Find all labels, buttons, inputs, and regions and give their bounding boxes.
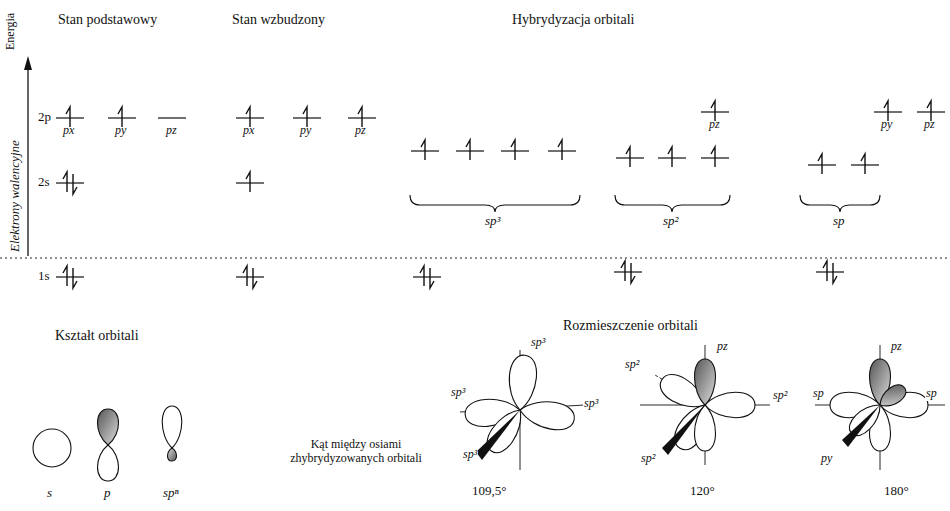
spin-up-arrow [420,266,424,286]
orbital-level [614,271,642,272]
hybrid-braces [410,195,880,212]
axis-arrowhead [24,56,32,70]
spin-up-arrow [626,147,630,167]
orbital-name: sp³ [450,386,466,400]
orbital-lobe [507,354,539,411]
orbital-name: pz [716,340,729,354]
orbital-name: pz [709,118,720,132]
axis-title: Energia [4,13,18,50]
spin-up-arrow [861,154,865,174]
orbital-level [158,117,186,118]
orbital-name: sp [925,387,938,401]
orbital-lobe [162,406,182,448]
orbital-level [56,182,84,183]
angle-value: 180° [884,484,909,499]
orbital-name: sp² [772,389,788,403]
spin-up-arrow [823,261,827,281]
orbital-name: sp³ [462,448,478,462]
spin-down-arrow [833,263,837,283]
spin-down-arrow [73,174,77,194]
hybrid-name: sp³ [485,214,500,229]
hybrid-name: sp² [663,214,678,229]
spin-up-arrow [246,172,250,192]
orbital-lobe [705,392,755,418]
orbital-name: py [300,124,311,138]
section-heading: Kształt orbitali [55,328,139,344]
spin-down-arrow [73,268,77,288]
orbital-name: sp [812,387,825,401]
orbital-name: sp³ [583,397,599,411]
orbital-shapes [33,345,945,481]
front-axis [662,405,705,455]
orbital-name: pz [166,124,177,138]
shape-name: spⁿ [163,486,179,501]
energy-axis [27,62,28,256]
angle-note: Kąt między osiami zhybrydyzowanych orbit… [286,438,426,466]
column-heading: Stan wzbudzony [232,12,325,28]
spin-up-arrow [511,140,515,160]
front-axis [842,405,880,447]
orbital-name: sp² [640,452,656,466]
spin-up-arrow [711,147,715,167]
core-separator [0,258,950,259]
spin-up-arrow [621,261,625,281]
spin-up-arrow [63,266,67,286]
front-axis [476,410,520,460]
angle-value: 109,5° [472,484,506,499]
orbital-lobe [98,409,119,445]
orbital-lobe [695,405,716,451]
orbital-name: py [881,118,892,132]
orbital-lobe [669,399,716,455]
orbital-lobe [695,359,716,405]
orbital-level [236,276,264,277]
orbital-name: px [243,124,254,138]
orbital-name: pz [890,340,903,354]
orbital-level [413,276,441,277]
orbital-name: py [820,452,833,466]
spin-down-arrow [631,263,635,283]
orbital-name: py [115,124,126,138]
orbital-name: sp³ [530,336,546,350]
orbital-levels [56,101,945,288]
orbital-name: pz [355,124,366,138]
spin-up-arrow [466,140,470,160]
orbital-name: pz [924,118,935,132]
orbital-name: px [63,124,74,138]
column-heading: Stan podstawowy [58,12,157,28]
angle-value: 120° [690,484,715,499]
spin-down-arrow [430,268,434,288]
axis-title: Elektrony walencyjne [8,140,23,252]
orbital-name: sp² [624,358,640,372]
column-heading: Hybrydyzacja orbitali [512,12,634,28]
orbital-lobe [98,445,119,481]
spin-down-arrow [253,268,257,288]
hybrid-name: sp [833,214,845,229]
spin-up-arrow [63,172,67,192]
shape-name: p [104,486,111,501]
spin-up-arrow [818,154,822,174]
orbital-lobe [168,448,177,461]
spin-up-arrow [421,140,425,160]
orbital-level [816,271,844,272]
level-name: 2p [38,110,51,125]
orbital-level [56,276,84,277]
spin-up-arrow [243,266,247,286]
spin-up-arrow [558,140,562,160]
level-name: 2s [38,175,50,190]
section-heading: Rozmieszczenie orbitali [563,318,698,334]
spin-up-arrow [668,147,672,167]
shape-name: s [47,486,52,501]
s-orbital [33,429,71,467]
level-name: 1s [38,269,50,284]
